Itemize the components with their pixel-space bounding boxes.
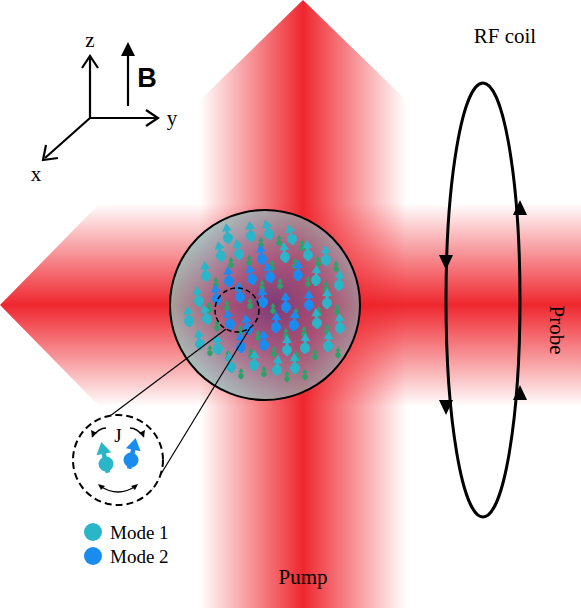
legend-swatch bbox=[84, 547, 102, 565]
spin bbox=[311, 265, 322, 286]
spin bbox=[312, 349, 318, 361]
spin bbox=[231, 238, 244, 260]
zoom-inset bbox=[73, 415, 163, 505]
spin bbox=[282, 335, 292, 356]
spin bbox=[300, 333, 311, 354]
spin bbox=[223, 266, 235, 288]
spin bbox=[334, 313, 345, 334]
spin bbox=[233, 282, 245, 304]
spin bbox=[271, 355, 283, 377]
spin bbox=[94, 440, 115, 474]
spin bbox=[271, 346, 277, 358]
spin bbox=[244, 221, 256, 243]
spin bbox=[333, 270, 345, 292]
spin bbox=[211, 334, 223, 356]
spin bbox=[213, 240, 227, 263]
coil-current-arrows bbox=[439, 200, 527, 415]
spin bbox=[244, 263, 259, 286]
figure-label: RF coil bbox=[474, 26, 536, 47]
spin bbox=[293, 260, 303, 281]
spin bbox=[191, 285, 205, 308]
spin bbox=[302, 369, 308, 381]
spin bbox=[315, 256, 321, 268]
zoom-line bbox=[150, 328, 250, 492]
zoom-region bbox=[215, 288, 259, 332]
zoom-line bbox=[110, 329, 226, 416]
spin bbox=[182, 306, 194, 328]
spin bbox=[199, 261, 211, 283]
spin bbox=[261, 366, 267, 378]
spin bbox=[193, 328, 206, 350]
spin bbox=[198, 303, 213, 326]
spin bbox=[249, 350, 260, 371]
spin bbox=[255, 330, 261, 342]
spin bbox=[271, 312, 282, 333]
axes bbox=[43, 50, 158, 160]
spin bbox=[311, 308, 323, 330]
spin bbox=[258, 330, 269, 351]
spin bbox=[221, 222, 234, 244]
spin bbox=[260, 218, 275, 241]
spin-ensemble bbox=[182, 218, 345, 382]
spin bbox=[276, 235, 282, 247]
spin bbox=[262, 261, 276, 284]
rf-coil bbox=[446, 83, 520, 517]
figure-label: B bbox=[137, 63, 157, 94]
figure-label: y bbox=[167, 108, 178, 129]
figure-label: Pump bbox=[278, 567, 327, 588]
spin bbox=[305, 276, 311, 288]
legend-text: Mode 1 bbox=[110, 523, 169, 542]
pump-beam-head bbox=[200, 0, 406, 100]
spin bbox=[277, 278, 283, 290]
legend-swatch bbox=[84, 523, 102, 541]
spin bbox=[246, 255, 252, 267]
spin bbox=[223, 351, 236, 373]
spin bbox=[207, 345, 213, 357]
spin bbox=[320, 245, 331, 266]
spin bbox=[299, 240, 305, 252]
spin bbox=[228, 257, 234, 269]
spin bbox=[255, 243, 268, 265]
figure-label: x bbox=[31, 164, 42, 185]
spin bbox=[270, 303, 276, 315]
probe-beam-head bbox=[0, 203, 100, 407]
spin bbox=[289, 310, 300, 332]
spin bbox=[122, 436, 143, 470]
spin bbox=[284, 223, 298, 246]
figure-label: J bbox=[114, 425, 121, 447]
spin bbox=[247, 298, 253, 310]
spin bbox=[322, 288, 332, 309]
vapor-cell bbox=[170, 210, 360, 400]
spin bbox=[323, 331, 334, 353]
spin bbox=[333, 261, 339, 273]
spin bbox=[238, 368, 244, 380]
spin bbox=[304, 290, 314, 311]
figure-label: z bbox=[85, 30, 94, 51]
spin bbox=[278, 242, 290, 264]
spin bbox=[280, 292, 291, 313]
spin bbox=[335, 347, 341, 359]
probe-beam bbox=[100, 203, 581, 407]
spin bbox=[284, 371, 290, 383]
coupling-arrow bbox=[100, 486, 136, 492]
spin bbox=[289, 353, 300, 375]
figure-label: Probe bbox=[546, 306, 567, 355]
field-arrow bbox=[121, 42, 135, 56]
spin bbox=[302, 240, 313, 262]
spin bbox=[224, 300, 230, 312]
legend-text: Mode 2 bbox=[110, 547, 169, 566]
